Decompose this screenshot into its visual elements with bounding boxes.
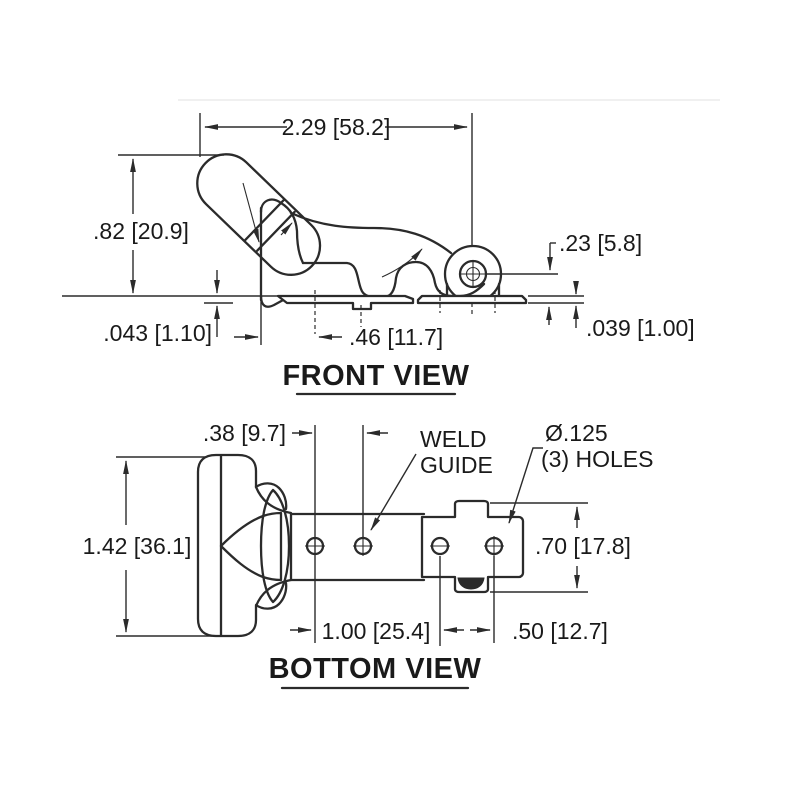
cone-base-outline xyxy=(259,488,291,604)
dim-base-thickness-left: .043 [1.10] xyxy=(103,320,212,346)
bottom-dim-bracket-height: .70 [17.8] xyxy=(490,502,631,593)
hole-diameter-leader xyxy=(508,447,543,524)
weld-guide-dimple xyxy=(457,577,485,590)
t-handle xyxy=(196,453,293,638)
dim-base-thickness-right: .039 [1.00] xyxy=(586,315,695,341)
front-view: 2.29 [58.2] xyxy=(62,113,695,396)
latch-body xyxy=(289,211,486,299)
dim-overall-width: 2.29 [58.2] xyxy=(282,114,391,140)
weld-guide-callout: WELD GUIDE xyxy=(370,426,493,531)
hook-tip-arrow xyxy=(280,222,293,236)
latch-handle-grip xyxy=(196,153,322,276)
weld-guide-label-1: WELD xyxy=(420,426,486,452)
front-dim-overall-height: .82 [20.9] xyxy=(62,154,278,297)
dim-handle-width: 1.42 [36.1] xyxy=(83,533,192,559)
dim-bracket-height: .70 [17.8] xyxy=(535,533,631,559)
bottom-view: 1.42 [36.1] xyxy=(83,420,653,690)
hole-diameter-label-1: Ø.125 xyxy=(545,420,608,446)
dim-hole-offset: .46 [11.7] xyxy=(349,324,443,350)
bottom-view-label: BOTTOM VIEW xyxy=(269,653,482,685)
lower-fillet xyxy=(254,581,288,610)
dim-strap-hole-spacing: .38 [9.7] xyxy=(203,420,286,446)
hidden-hole-centerlines xyxy=(314,290,496,334)
front-dim-overall-width: 2.29 [58.2] xyxy=(199,113,473,246)
mounting-bracket xyxy=(420,499,525,594)
grip-detail-arrow xyxy=(242,182,260,243)
dim-hole-spacing-main: 1.00 [25.4] xyxy=(322,618,431,644)
hole-diameter-label-2: (3) HOLES xyxy=(541,446,653,472)
strap xyxy=(289,512,426,582)
bottom-dim-strap-hole-spacing: .38 [9.7] xyxy=(203,420,388,643)
upper-fillet xyxy=(254,482,288,511)
dim-bracket-hole-spacing: .50 [12.7] xyxy=(512,618,608,644)
weld-guide-leader xyxy=(370,453,417,531)
strap-edge-profile xyxy=(259,198,305,308)
front-dim-base-thickness-left: .043 [1.10] xyxy=(103,270,233,346)
front-dim-base-thickness-right: .039 [1.00] xyxy=(528,281,695,341)
dim-overall-height: .82 [20.9] xyxy=(93,218,189,244)
hole-diameter-callout: Ø.125 (3) HOLES xyxy=(508,420,653,524)
front-dim-pivot-height: .23 [5.8] xyxy=(486,230,642,325)
bottom-dim-handle-width: 1.42 [36.1] xyxy=(83,456,212,637)
pivot-hole xyxy=(458,259,488,289)
base-plate-left xyxy=(276,294,415,311)
pull-cone xyxy=(219,511,283,582)
front-dim-hole-offset: .46 [11.7] xyxy=(234,300,443,350)
base-plate-right xyxy=(416,294,528,305)
weld-guide-label-2: GUIDE xyxy=(420,452,493,478)
bottom-dim-hole-spacings: 1.00 [25.4] .50 [12.7] xyxy=(290,556,608,646)
front-view-label: FRONT VIEW xyxy=(282,360,469,392)
dim-pivot-height: .23 [5.8] xyxy=(559,230,642,256)
